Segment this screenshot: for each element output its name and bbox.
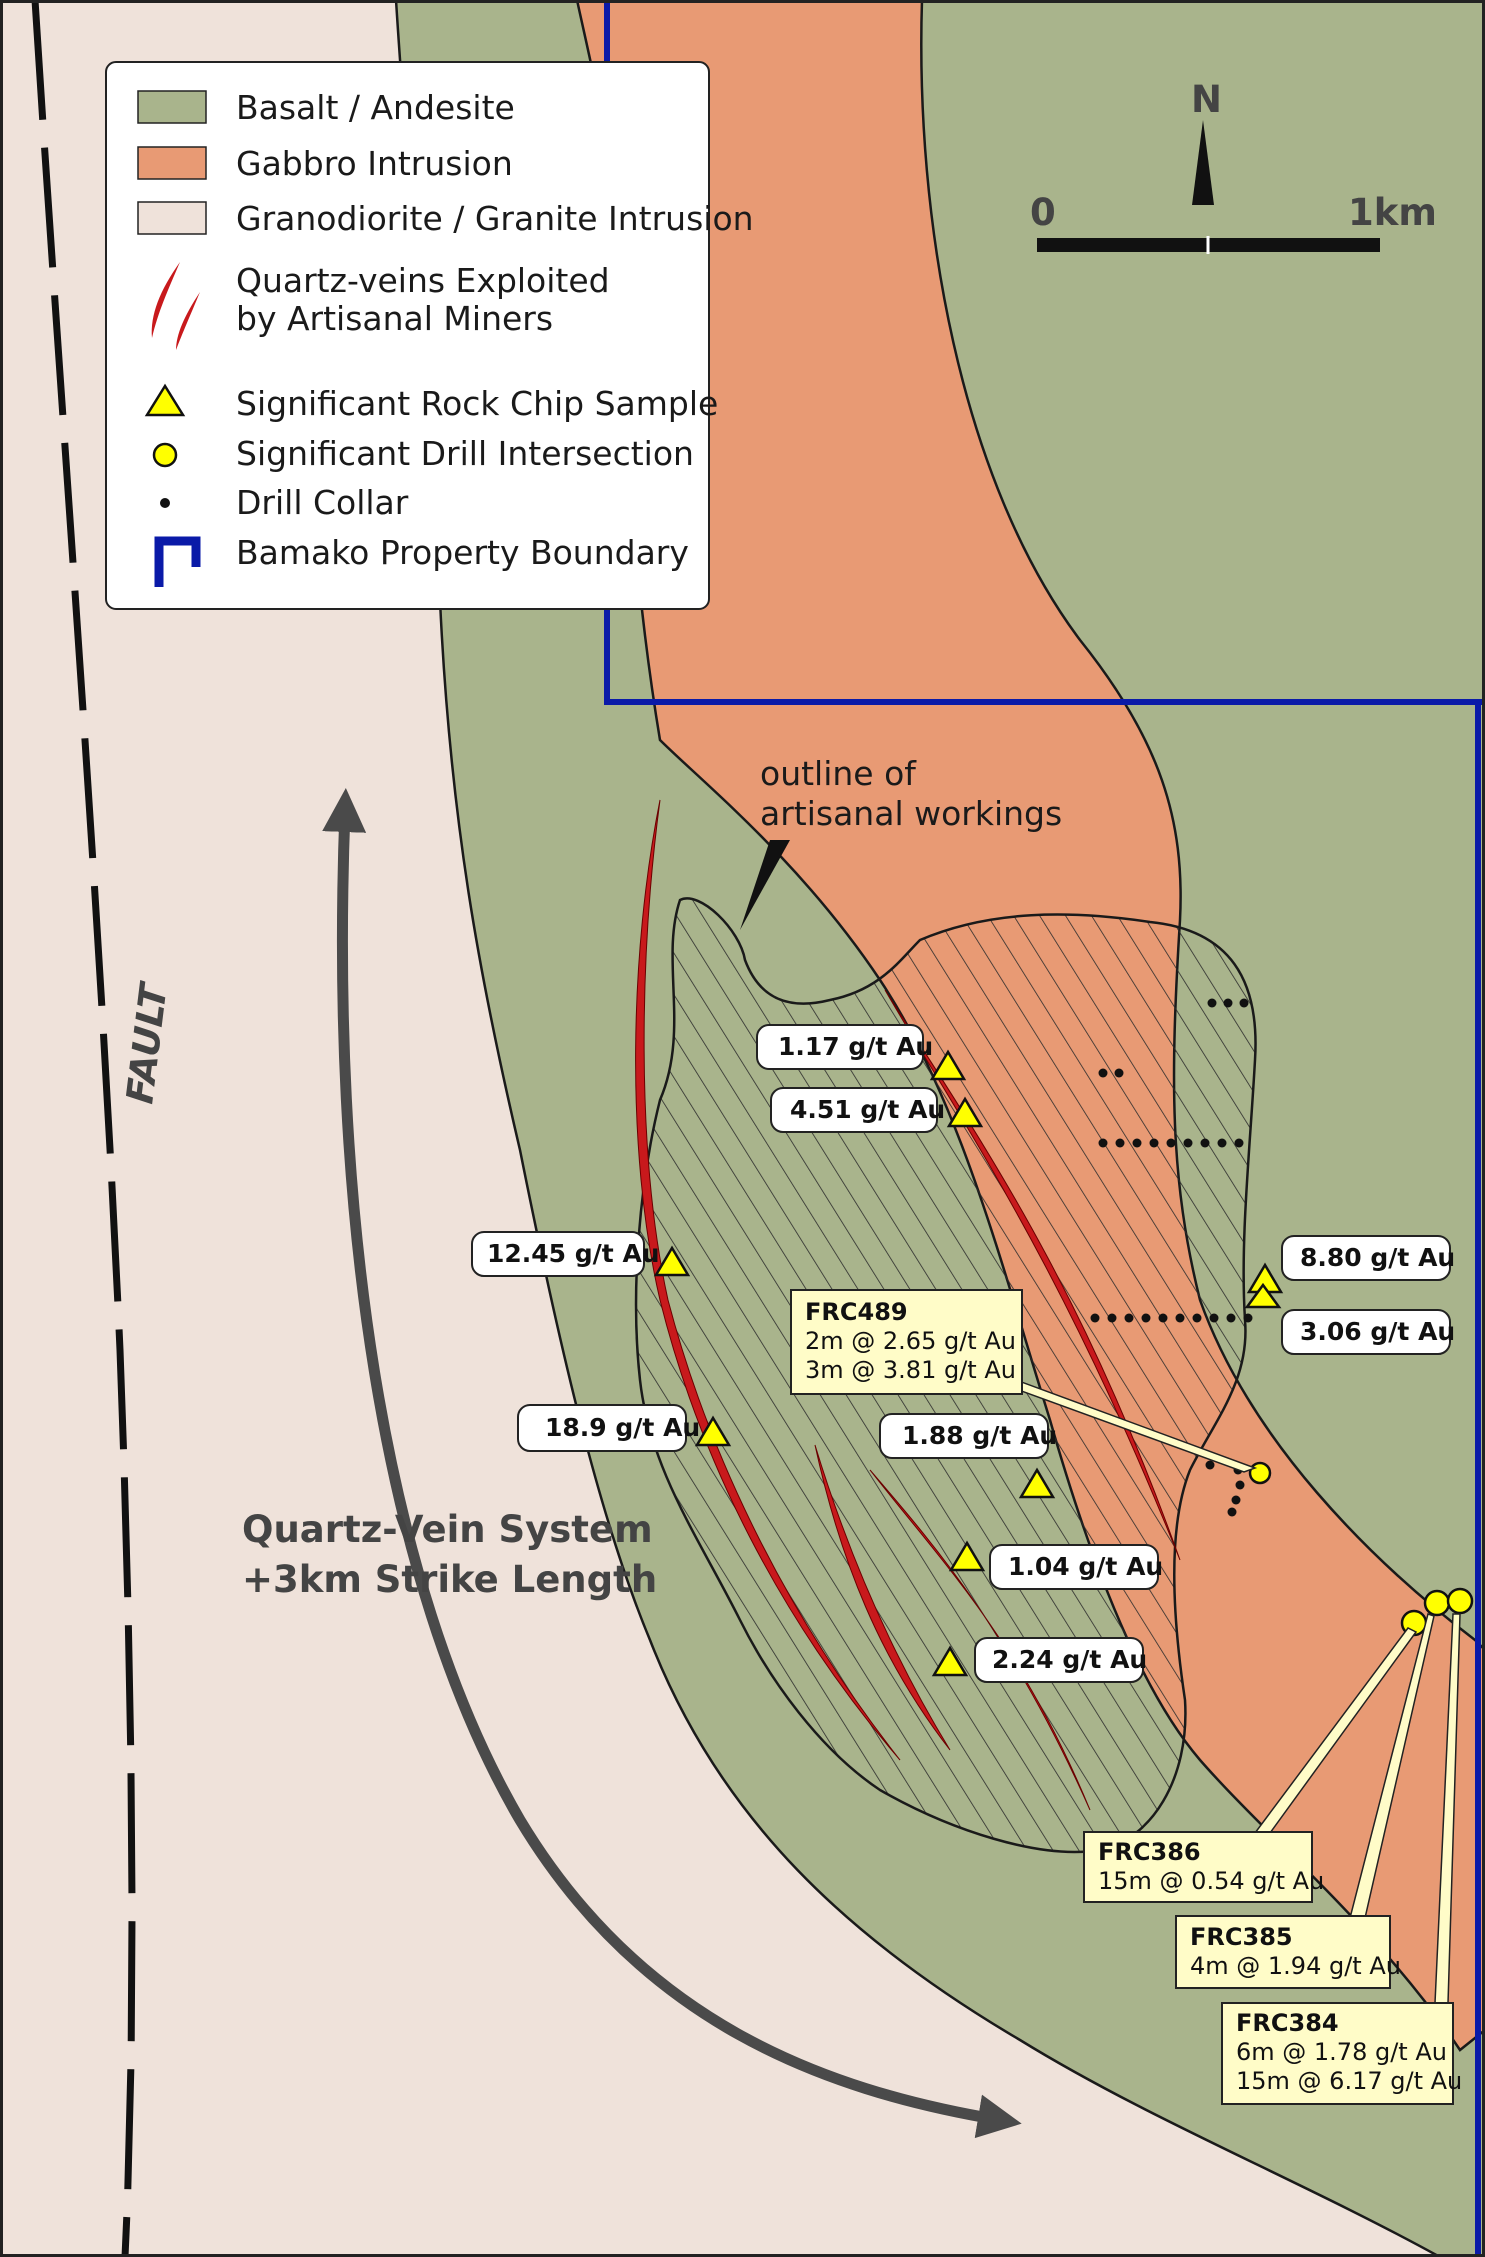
sample-label: 1.17 g/t Au (778, 1032, 933, 1061)
workings-label-line1: outline of (760, 754, 917, 793)
sample-label: 18.9 g/t Au (545, 1413, 700, 1442)
drill-collars (1090, 998, 1273, 1517)
drill-leaders (1003, 1379, 1461, 2004)
legend-label: Significant Drill Intersection (236, 434, 694, 473)
basalt-swatch (137, 90, 207, 124)
drill-callout-frc386: FRC386 15m @ 0.54 g/t Au (1083, 1831, 1324, 1903)
strike-arrow (322, 788, 1022, 2139)
legend-label: by Artisanal Miners (236, 299, 553, 338)
sample-label: 1.88 g/t Au (902, 1421, 1057, 1450)
triangle-icon (946, 1096, 984, 1128)
legend: Basalt / Andesite Gabbro Intrusion Grano… (105, 61, 754, 610)
drill-hole-line: 3m @ 3.81 g/t Au (805, 1356, 1016, 1384)
legend-label: Significant Rock Chip Sample (236, 384, 718, 423)
triangle-icon (694, 1415, 732, 1447)
drill-hole-name: FRC386 (1098, 1838, 1201, 1866)
granite-swatch (137, 201, 207, 235)
drill-callout-frc384: FRC384 6m @ 1.78 g/t Au 15m @ 6.17 g/t A… (1221, 2002, 1462, 2105)
drill-hole-name: FRC489 (805, 1298, 908, 1326)
north-arrow-icon (1192, 120, 1214, 205)
scale-end: 1km (1348, 191, 1437, 234)
north-arrow: N (1191, 78, 1222, 205)
legend-label: Granodiorite / Granite Intrusion (236, 199, 754, 238)
drill-hole-line: 4m @ 1.94 g/t Au (1190, 1952, 1401, 1980)
drill-hole-name: FRC385 (1190, 1923, 1293, 1951)
rock-chip-triangles (653, 1049, 1284, 1677)
sample-label: 12.45 g/t Au (487, 1239, 660, 1268)
triangle-icon (144, 383, 186, 417)
drill-hole-line: 2m @ 2.65 g/t Au (805, 1327, 1016, 1355)
sample-label: 3.06 g/t Au (1300, 1317, 1455, 1346)
circle-icon (152, 442, 178, 468)
triangle-icon (929, 1049, 967, 1081)
strike-label-line2: +3km Strike Length (242, 1558, 657, 1601)
drill-hole-name: FRC384 (1236, 2009, 1339, 2037)
triangle-icon (1244, 1282, 1282, 1309)
legend-label: Quartz-veins Exploited (236, 261, 610, 300)
triangle-icon (931, 1645, 969, 1677)
drill-hole-line: 6m @ 1.78 g/t Au (1236, 2038, 1447, 2066)
legend-label: Drill Collar (236, 483, 409, 522)
north-label: N (1191, 78, 1222, 121)
rock-chip-labels: 1.17 g/t Au 4.51 g/t Au 12.45 g/t Au 18.… (471, 1024, 1455, 1683)
legend-label: Gabbro Intrusion (236, 144, 513, 183)
gabbro-swatch (137, 146, 207, 180)
sample-label: 2.24 g/t Au (992, 1645, 1147, 1674)
strike-label-line1: Quartz-Vein System (242, 1508, 653, 1551)
sample-label: 4.51 g/t Au (790, 1095, 945, 1124)
dot-icon (160, 498, 170, 508)
triangle-icon (653, 1245, 691, 1277)
sample-label: 8.80 g/t Au (1300, 1243, 1455, 1272)
drill-hole-line: 15m @ 0.54 g/t Au (1098, 1867, 1324, 1895)
legend-label: Bamako Property Boundary (236, 533, 689, 572)
triangle-icon (1018, 1467, 1056, 1499)
drill-callout-frc489: FRC489 2m @ 2.65 g/t Au 3m @ 3.81 g/t Au (790, 1289, 1023, 1395)
workings-label-line2: artisanal workings (760, 794, 1062, 833)
drill-callout-frc385: FRC385 4m @ 1.94 g/t Au (1175, 1915, 1401, 1989)
triangle-icon (948, 1540, 986, 1572)
fault-line (31, 0, 136, 2257)
sample-label: 1.04 g/t Au (1008, 1552, 1163, 1581)
scale-start: 0 (1030, 191, 1056, 234)
drill-hole-line: 15m @ 6.17 g/t Au (1236, 2067, 1462, 2095)
boundary-icon (154, 536, 201, 587)
legend-label: Basalt / Andesite (236, 88, 515, 127)
scale-bar: 0 1km (1030, 191, 1437, 254)
